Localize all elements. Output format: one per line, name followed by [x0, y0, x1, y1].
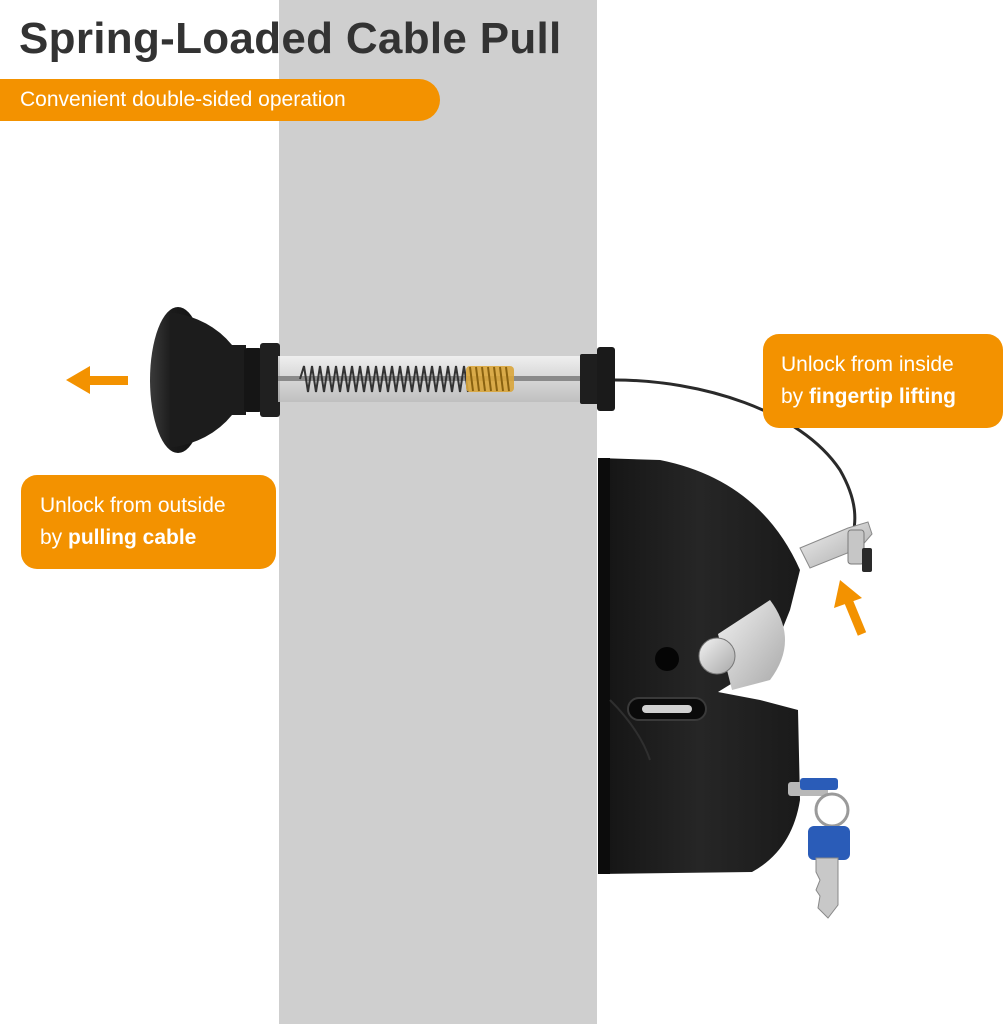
pull-left-arrow-icon [66, 366, 128, 394]
door-post [279, 0, 597, 1024]
subtitle-banner: Convenient double-sided operation [0, 79, 440, 121]
callout-outside: Unlock from outside by pulling cable [21, 475, 276, 569]
callout-inside-bold: fingertip lifting [809, 385, 956, 408]
fingertip-lever [799, 521, 873, 572]
pull-knob [150, 307, 280, 453]
callout-inside-line2: by fingertip lifting [781, 381, 1003, 413]
key [788, 778, 850, 919]
callout-inside-line1: Unlock from inside [781, 353, 954, 376]
lift-up-arrow-icon [834, 580, 867, 636]
subtitle-text: Convenient double-sided operation [20, 88, 346, 111]
callout-outside-bold: pulling cable [68, 526, 197, 549]
callout-outside-line2: by pulling cable [40, 522, 276, 554]
spring-tube [278, 347, 615, 411]
release-cable [614, 378, 857, 541]
callout-outside-line1: Unlock from outside [40, 494, 226, 517]
callout-inside-prefix: by [781, 385, 810, 408]
page-title: Spring-Loaded Cable Pull [19, 14, 562, 63]
callout-outside-prefix: by [40, 526, 69, 549]
lock-body [598, 458, 800, 874]
callout-inside: Unlock from inside by fingertip lifting [763, 334, 1003, 428]
